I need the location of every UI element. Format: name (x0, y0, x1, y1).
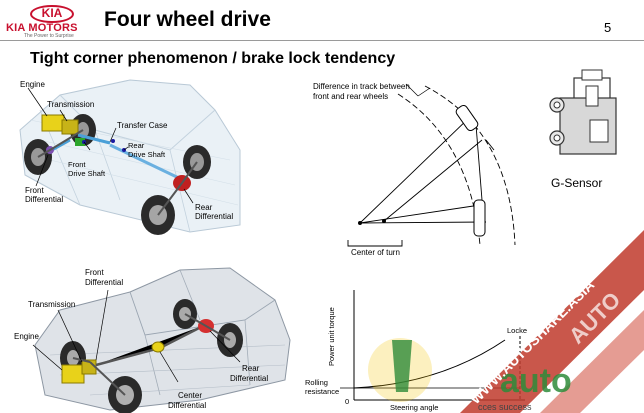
bottom-leader-lines (32, 289, 241, 383)
label-rear-differential-bottom-1: Rear (242, 364, 260, 373)
kia-logo-text: KIA (41, 6, 63, 20)
label-front-differential-top-1: Front (25, 186, 44, 195)
label-center-of-turn: Center of turn (351, 248, 400, 257)
top-drivetrain (37, 114, 198, 216)
label-transmission-top: Transmission (47, 100, 95, 109)
label-rear-differential-top-1: Rear (195, 203, 213, 212)
label-transfer-case: Transfer Case (117, 121, 168, 130)
top-leader-lines (27, 87, 194, 204)
kia-logo-brand: KIA MOTORS (6, 22, 78, 34)
page-number: 5 (604, 20, 612, 35)
label-front-differential-bottom-1: Front (85, 268, 104, 277)
label-front-drive-shaft-2: Drive Shaft (68, 169, 106, 178)
graph-locked-label: Locke (507, 326, 528, 335)
header-divider (0, 40, 644, 41)
watermark-logo-text: auto (500, 362, 572, 400)
bottom-drivetrain (61, 313, 231, 396)
kia-logo-oval (30, 5, 74, 23)
label-difference-in-track-2: front and rear wheels (313, 92, 389, 101)
graph-rolling-label-2: resistance (305, 387, 340, 396)
page-title: Four wheel drive (104, 8, 271, 31)
label-transmission-bottom: Transmission (28, 300, 76, 309)
kia-logo-tagline: The Power to Surprise (24, 33, 74, 39)
label-front-differential-top-2: Differential (25, 195, 64, 204)
kia-logo: KIA KIA MOTORS The Power to Surprise (2, 2, 80, 39)
label-rear-differential-top-2: Differential (195, 212, 234, 221)
label-center-differential-1: Center (178, 391, 203, 400)
label-front-differential-bottom-2: Differential (85, 278, 124, 287)
slide-subtitle: Tight corner phenomenon / brake lock ten… (30, 50, 396, 67)
label-rear-drive-shaft-2: Drive Shaft (128, 150, 166, 159)
label-rear-differential-bottom-2: Differential (230, 374, 269, 383)
watermark-tagline: cces success (478, 402, 532, 412)
graph-x-axis-label: Steering angle (390, 403, 439, 412)
graph-zero-label: 0 (345, 397, 350, 406)
graph-rolling-label-1: Rolling (305, 378, 328, 387)
label-engine-top: Engine (20, 80, 45, 89)
g-sensor-label: G-Sensor (551, 176, 603, 190)
label-center-differential-2: Differential (168, 401, 207, 410)
label-front-drive-shaft-1: Front (68, 160, 86, 169)
label-engine-bottom: Engine (14, 332, 39, 341)
label-difference-in-track-1: Difference in track between (313, 82, 410, 91)
turning-wheels (455, 104, 486, 237)
label-rear-drive-shaft-1: Rear (128, 141, 145, 150)
